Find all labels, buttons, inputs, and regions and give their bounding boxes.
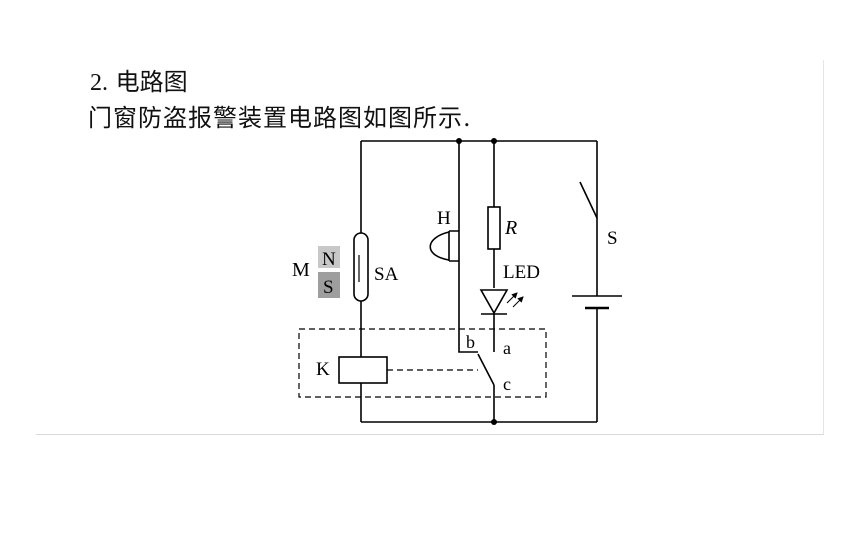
section-heading: 2. 电路图 [90,62,188,97]
label-resistor: R [504,217,517,239]
label-led: LED [503,262,540,283]
label-buzzer: H [437,208,451,229]
label-contact-b: b [466,332,475,352]
label-contact-c: c [503,374,511,394]
section-description: 门窗防盗报警装置电路图如图所示. [88,104,472,132]
magnet-north-pole [318,246,340,268]
relay-contact-arm [477,353,495,386]
led-light-arrows [506,292,524,308]
junction-dots [456,138,497,425]
reed-switch-tube [353,232,369,302]
label-switch: S [607,228,618,249]
magnet-south-pole [318,272,340,298]
frame-bottom-border [36,434,824,435]
section-title: 电路图 [115,68,188,96]
led-triangle [479,289,509,315]
relay-coil [338,356,388,384]
resistor [487,206,501,250]
relay-enclosure [298,328,547,398]
label-relay: K [316,359,330,380]
label-contact-a: a [503,338,511,358]
label-reed-switch: SA [374,264,399,285]
label-south: S [323,277,334,298]
label-north: N [322,249,336,270]
section-number: 2. [90,70,108,96]
buzzer-icon [448,230,459,262]
frame-right-border [823,60,824,435]
switch-s-arm [579,181,598,219]
label-magnet: M [292,259,310,281]
buzzer-wire [458,141,478,353]
